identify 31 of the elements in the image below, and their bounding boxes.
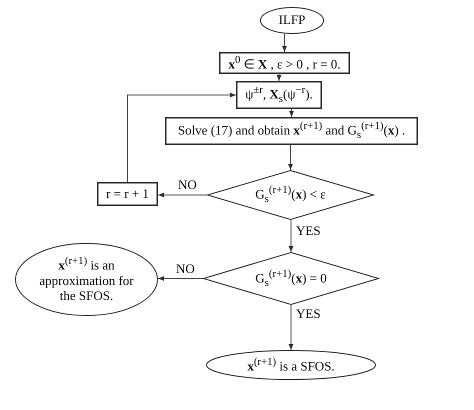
arrow (288, 144, 293, 170)
terminal-ellipse (206, 350, 376, 380)
node-text: x$^{(r+1)}$ is a SFOS. (247, 356, 335, 374)
terminal-ellipse (260, 7, 324, 34)
edge-label: YES (295, 224, 322, 238)
node-text: Solve (17) and obtain x$^{(r+1)}$ and G$_{s}$$^{(r+1)}$(x) . (178, 120, 406, 142)
edge-label: YES (295, 307, 322, 322)
edge-label: NO (177, 178, 198, 192)
arrow (127, 92, 236, 182)
node-text: x$^{(r+1)}$ is an approximation for the SFOS. (39, 255, 134, 304)
arrow (158, 192, 208, 198)
process-box (165, 117, 418, 145)
terminal-ellipse (15, 243, 158, 316)
node-text: ILFP (278, 13, 306, 28)
decision-diamond (203, 252, 379, 305)
process-box (219, 52, 350, 74)
arrow (158, 276, 204, 281)
node-text: r = r + 1 (106, 186, 149, 202)
node-text: G$_{s}$$^{(r+1)}$(x) = 0 (255, 268, 327, 290)
node-text: x$^{0}$ ∈ X , ε > 0 , r = 0. (228, 54, 340, 72)
edge-label: NO (175, 262, 196, 276)
arrow (289, 108, 294, 118)
arrow (282, 34, 287, 52)
process-box (236, 81, 322, 109)
node-text: ψ$^{±r}$, X$_{s}$(ψ$^{−r}$). (245, 84, 313, 106)
process-box (97, 182, 158, 206)
decision-diamond (207, 170, 374, 220)
arrow (288, 304, 294, 350)
node-text: G$_{s}$$^{(r+1)}$(x) < ε (255, 184, 326, 206)
arrow (288, 220, 294, 252)
arrow (276, 74, 282, 82)
